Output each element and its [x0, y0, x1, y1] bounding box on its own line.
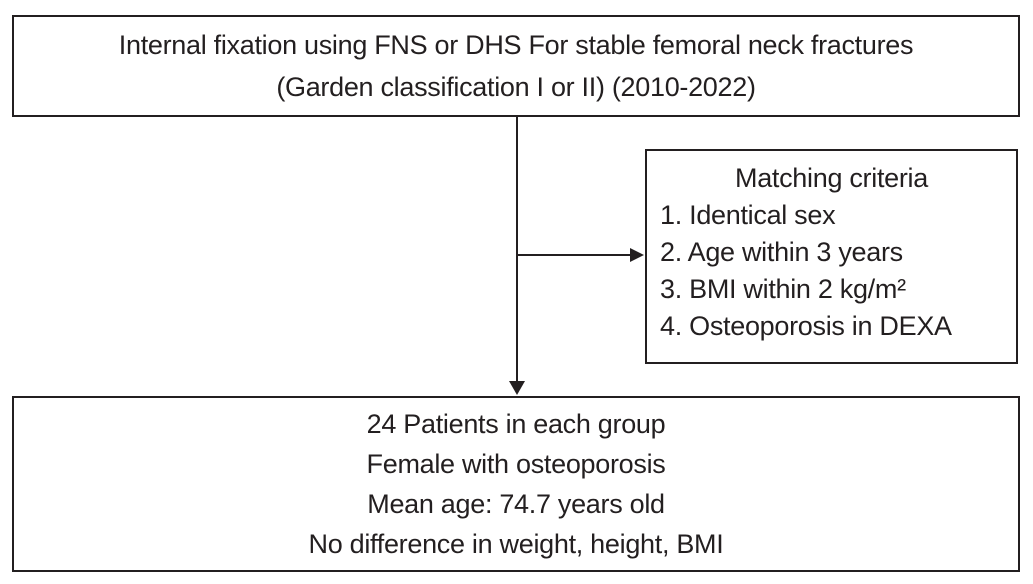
matched-cohort-line2: Female with osteoporosis [366, 449, 666, 479]
matching-criteria-title: Matching criteria [735, 163, 928, 193]
arrowhead-down-icon [509, 381, 525, 395]
study-population-line1: Internal fixation using FNS or DHS For s… [118, 30, 914, 60]
matched-cohort-line4: No difference in weight, height, BMI [308, 529, 724, 559]
study-population-box: Internal fixation using FNS or DHS For s… [12, 15, 1020, 117]
matching-criteria-box: Matching criteria 1. Identical sex 2. Ag… [645, 149, 1018, 364]
study-population-line2: (Garden classification I or II) (2010-20… [276, 72, 756, 102]
matching-criteria-item-4: 4. Osteoporosis in DEXA [660, 311, 952, 341]
matched-cohort-line3: Mean age: 74.7 years old [367, 489, 665, 519]
matching-criteria-item-1: 1. Identical sex [660, 200, 836, 230]
arrowhead-right-icon [630, 248, 644, 262]
matched-cohort-box: 24 Patients in each group Female with os… [12, 396, 1020, 572]
vertical-connector-line [516, 117, 518, 383]
horizontal-branch-line [517, 254, 630, 256]
matched-cohort-line1: 24 Patients in each group [366, 409, 666, 439]
matching-criteria-item-2: 2. Age within 3 years [660, 237, 903, 267]
matching-criteria-item-3: 3. BMI within 2 kg/m² [660, 274, 906, 304]
